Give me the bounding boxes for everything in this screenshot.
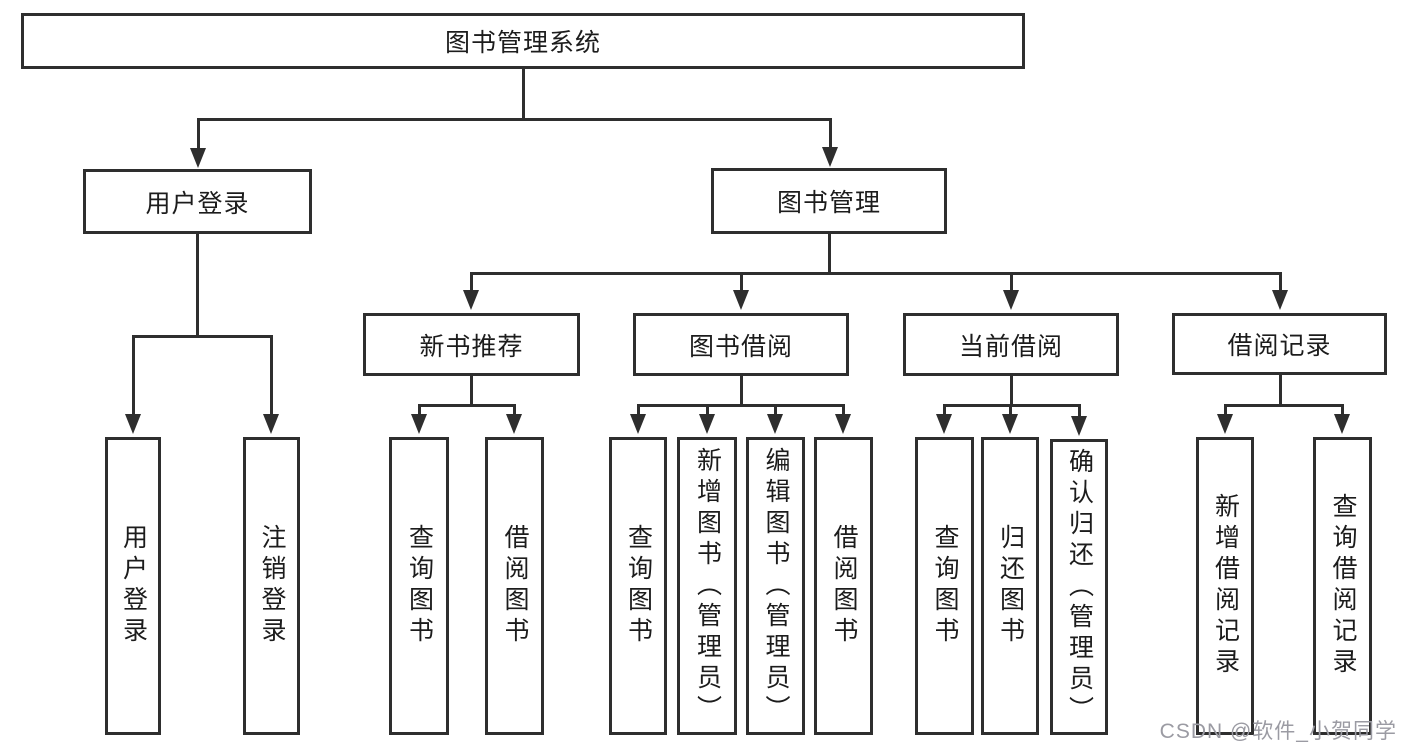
arrowhead-down-icon [1272, 290, 1288, 310]
connector-arrow-shaft [841, 405, 845, 418]
connector-bar-root [196, 117, 832, 121]
connector-arrow-shaft [469, 273, 473, 294]
node-label-leaf-edit-book-admin: 编辑图书（管理员） [762, 446, 790, 726]
node-book-mgmt: 图书管理 [711, 168, 947, 234]
node-label-leaf-user-login: 用户登录 [119, 524, 148, 648]
connector-arrow-shaft [1009, 273, 1013, 294]
node-leaf-query-book-cur: 查询图书 [915, 437, 974, 735]
arrowhead-down-icon [1002, 414, 1018, 434]
connector-arrow-shaft [196, 119, 200, 152]
arrowhead-down-icon [190, 148, 206, 168]
connector-arrow-shaft [942, 405, 946, 418]
connector-arrow-shaft [1278, 273, 1282, 294]
connector-arrow-shaft [705, 405, 709, 418]
node-label-leaf-add-book-admin: 新增图书（管理员） [693, 446, 722, 726]
connector-arrow-shaft [828, 119, 832, 151]
connector-arrow-shaft [512, 405, 516, 418]
connector-bar-user-login [131, 334, 273, 338]
node-label-leaf-return-book: 归还图书 [996, 524, 1025, 648]
node-leaf-add-book-admin: 新增图书（管理员） [677, 437, 737, 735]
connector-arrow-shaft [1340, 405, 1344, 418]
node-leaf-confirm-return: 确认归还（管理员） [1050, 439, 1108, 735]
node-leaf-borrow-book-bor: 借阅图书 [814, 437, 873, 735]
connector-arrow-shaft [739, 273, 743, 294]
node-book-borrow: 图书借阅 [633, 313, 849, 376]
node-label-user-login: 用户登录 [145, 189, 250, 218]
connector-arrow-shaft [269, 336, 273, 418]
node-label-leaf-query-record: 查询借阅记录 [1329, 493, 1357, 679]
node-leaf-return-book: 归还图书 [981, 437, 1039, 735]
arrowhead-down-icon [1071, 416, 1087, 436]
node-leaf-borrow-book-rec: 借阅图书 [485, 437, 544, 735]
arrowhead-down-icon [767, 414, 783, 434]
arrowhead-down-icon [733, 290, 749, 310]
node-label-leaf-query-book-rec: 查询图书 [405, 524, 434, 648]
node-current-borrow: 当前借阅 [903, 313, 1119, 376]
node-leaf-query-book-rec: 查询图书 [389, 437, 449, 735]
node-new-book-rec: 新书推荐 [363, 313, 580, 376]
node-label-current-borrow: 当前借阅 [958, 332, 1063, 361]
connector-arrow-shaft [1223, 405, 1227, 418]
node-label-leaf-borrow-book-bor: 借阅图书 [830, 524, 858, 648]
connector-arrow-shaft [1008, 405, 1012, 418]
connector-arrow-shaft [131, 336, 135, 418]
arrowhead-down-icon [699, 414, 715, 434]
node-label-leaf-borrow-book-rec: 借阅图书 [501, 524, 529, 648]
connector-stem-book-borrow [739, 375, 743, 407]
node-label-leaf-add-record: 新增借阅记录 [1211, 493, 1240, 679]
node-label-leaf-logout: 注销登录 [258, 524, 286, 648]
arrowhead-down-icon [125, 414, 141, 434]
connector-arrow-shaft [1077, 405, 1081, 420]
connector-stem-borrow-records [1278, 375, 1282, 407]
node-label-leaf-query-book-cur: 查询图书 [931, 524, 959, 648]
node-label-borrow-records: 借阅记录 [1227, 332, 1332, 360]
arrowhead-down-icon [1003, 290, 1019, 310]
node-label-new-book-rec: 新书推荐 [419, 332, 524, 361]
node-leaf-edit-book-admin: 编辑图书（管理员） [746, 437, 805, 735]
connector-bar-new-book-rec [417, 403, 516, 407]
connector-bar-current-borrow [942, 403, 1081, 407]
arrowhead-down-icon [263, 414, 279, 434]
arrowhead-down-icon [630, 414, 646, 434]
node-root: 图书管理系统 [21, 13, 1025, 69]
connector-stem-new-book-rec [469, 375, 473, 407]
connector-stem-book-mgmt [827, 234, 831, 275]
watermark: CSDN @软件_小贺同学 [1159, 720, 1397, 743]
connector-arrow-shaft [773, 405, 777, 418]
connector-stem-root [521, 68, 525, 121]
connector-bar-book-mgmt [469, 271, 1282, 275]
node-leaf-logout: 注销登录 [243, 437, 300, 735]
node-borrow-records: 借阅记录 [1172, 313, 1387, 375]
node-user-login: 用户登录 [83, 169, 312, 234]
connector-bar-borrow-records [1223, 403, 1344, 407]
arrowhead-down-icon [1217, 414, 1233, 434]
arrowhead-down-icon [463, 290, 479, 310]
node-leaf-query-record: 查询借阅记录 [1313, 437, 1372, 735]
arrowhead-down-icon [822, 147, 838, 167]
node-label-root: 图书管理系统 [444, 29, 601, 57]
arrowhead-down-icon [506, 414, 522, 434]
node-leaf-user-login: 用户登录 [105, 437, 161, 735]
connector-stem-current-borrow [1009, 375, 1013, 407]
arrowhead-down-icon [835, 414, 851, 434]
connector-bar-book-borrow [636, 403, 845, 407]
node-label-book-borrow: 图书借阅 [688, 332, 793, 361]
arrowhead-down-icon [411, 414, 427, 434]
arrowhead-down-icon [936, 414, 952, 434]
node-label-book-mgmt: 图书管理 [776, 189, 881, 217]
node-label-leaf-confirm-return: 确认归还（管理员） [1065, 447, 1094, 727]
arrowhead-down-icon [1334, 414, 1350, 434]
connector-arrow-shaft [636, 405, 640, 418]
connector-arrow-shaft [417, 405, 421, 418]
connector-stem-user-login [195, 233, 199, 338]
node-leaf-query-book-bor: 查询图书 [609, 437, 667, 735]
node-label-leaf-query-book-bor: 查询图书 [624, 524, 653, 648]
node-leaf-add-record: 新增借阅记录 [1196, 437, 1254, 735]
